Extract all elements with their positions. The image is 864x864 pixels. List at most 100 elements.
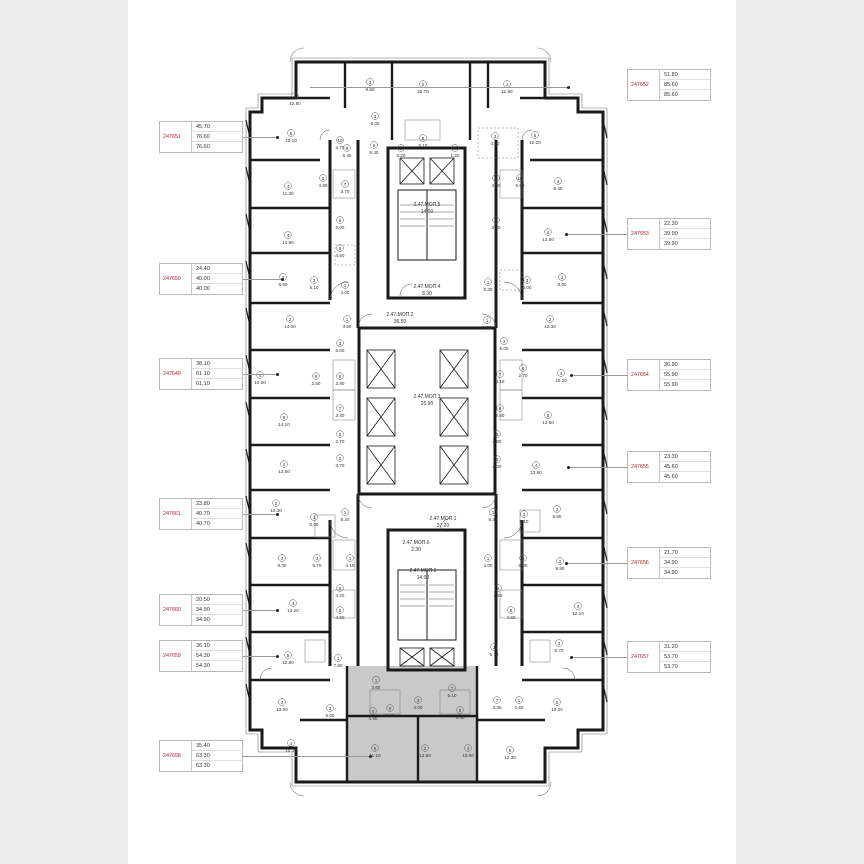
unit-marker (281, 278, 284, 281)
room-number-circle (448, 684, 456, 692)
room-number: 3 (494, 134, 497, 139)
room-number-circle (493, 696, 501, 704)
room-area: 8.30 (489, 517, 498, 522)
room-number-circle (366, 78, 374, 86)
room-label: 512.80 (282, 651, 294, 665)
room-number-circle (397, 144, 405, 152)
room-area: 13.60 (542, 420, 554, 425)
window-mark (602, 448, 608, 468)
room-label: 36.00 (523, 276, 532, 290)
room-label: 14.00 (484, 554, 493, 568)
window-mark (245, 683, 251, 703)
room-area: 13.50 (278, 469, 290, 474)
room-number-circle (483, 316, 491, 324)
room-number-circle (419, 134, 427, 142)
room-label: 35.10 (310, 276, 319, 290)
room-area: 4.30 (493, 464, 502, 469)
room-label: 28.30 (278, 554, 287, 568)
room-number: 7 (496, 698, 499, 703)
room-number-circle (334, 654, 342, 662)
room-number-circle (553, 505, 561, 513)
room-area: 6.00 (500, 346, 509, 351)
room-area: 7.60 (334, 663, 343, 668)
total-area-alt: 39.90 (664, 241, 678, 247)
room-number: 8 (422, 136, 425, 141)
room-label: 414.80 (282, 231, 294, 245)
room-label: 28.60 (558, 273, 567, 287)
living-area: 31.20 (660, 642, 712, 652)
room-number: 4 (287, 184, 290, 189)
room-number: 6 (339, 432, 342, 437)
room-label: 411.30 (282, 182, 294, 196)
room-number-circle (319, 174, 327, 182)
room-number: 2 (424, 746, 427, 751)
room-number: 3 (523, 512, 526, 517)
room-number: 1 (337, 656, 340, 661)
room-number: 9 (346, 146, 349, 151)
room-number: 1 (344, 283, 347, 288)
room-number: 4 (535, 463, 538, 468)
room-area: 10.20 (555, 378, 567, 383)
room-number-circle (520, 510, 528, 518)
window-mark (602, 683, 608, 703)
window-mark (245, 213, 251, 233)
window-mark (602, 354, 608, 374)
room-area: 6.00 (371, 121, 380, 126)
room-number: 5 (374, 746, 377, 751)
room-number-circle (286, 315, 294, 323)
room-number: 2 (559, 559, 562, 564)
room-area: 5.20 (397, 153, 406, 158)
common-area-code: 2.47.МОП.3 (414, 394, 441, 400)
room-label: 104.70 (336, 136, 345, 150)
unit-id: 247654 (631, 372, 649, 378)
room-label: 73.40 (336, 404, 345, 418)
room-area: 10.20 (551, 707, 563, 712)
unit-id: 247651 (163, 134, 181, 140)
room-number-circle (326, 704, 334, 712)
room-label: 511.10 (369, 744, 381, 758)
room-label: 412.20 (287, 599, 299, 613)
room-label: 13.50 (343, 315, 352, 329)
room-number-circle (343, 144, 351, 152)
window-mark (602, 119, 608, 139)
room-number-circle (272, 499, 280, 507)
room-area: 5.10 (520, 519, 529, 524)
room-label: 36.00 (336, 339, 345, 353)
room-number: 8 (459, 708, 462, 713)
room-number-circle (289, 599, 297, 607)
room-number: 1 (518, 698, 521, 703)
floor-plan-drawing: 2.47.МОП.514.002.47.МОП.48.302.47.МОП.23… (245, 47, 608, 797)
room-label: 34.00 (414, 696, 423, 710)
room-number: 2 (556, 507, 559, 512)
room-number-circle (310, 513, 318, 521)
room-number-circle (336, 372, 344, 380)
room-area: 12.80 (282, 660, 294, 665)
room-number: 4 (259, 373, 262, 378)
bottom-walls (300, 666, 545, 782)
room-label: 214.00 (284, 315, 296, 329)
room-number-circle (256, 371, 264, 379)
room-number: 5 (496, 432, 499, 437)
room-label: 62.90 (496, 404, 505, 418)
window-mark (245, 401, 251, 421)
total-area: 55.90 (660, 370, 712, 380)
room-number-circle (519, 554, 527, 562)
partition-walls-left (250, 62, 347, 682)
room-number-circle (280, 460, 288, 468)
room-label: 106.80 (516, 174, 525, 188)
room-number-circle (371, 744, 379, 752)
room-number-circle (336, 136, 344, 144)
room-number-circle (371, 112, 379, 120)
room-number-circle (346, 554, 354, 562)
room-area: 4.90 (492, 183, 501, 188)
unit-id: 247660 (163, 607, 181, 613)
window-mark (245, 636, 251, 656)
room-label: 71.20 (451, 144, 460, 158)
room-area: 4.00 (341, 290, 350, 295)
common-area-size: 14.00 (417, 575, 430, 581)
room-area: 9.50 (366, 87, 375, 92)
